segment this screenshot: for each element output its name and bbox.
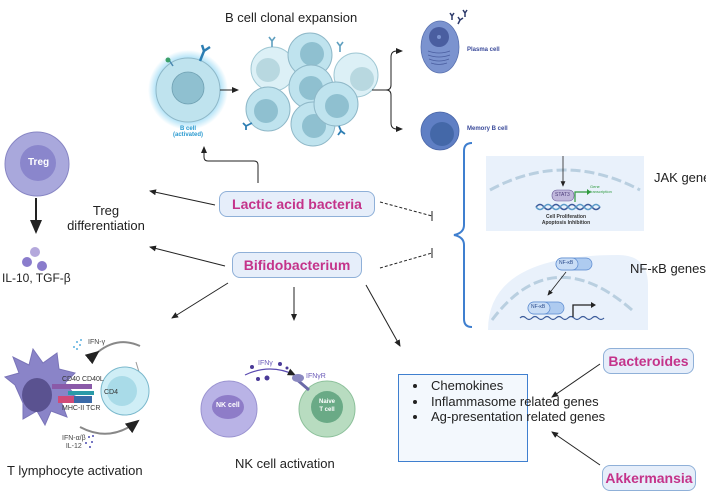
nfkb-protein-bottom: NF-κB bbox=[531, 304, 546, 310]
il12-text: IL-12 bbox=[65, 443, 82, 450]
jak-genes-label: JAK genes bbox=[654, 170, 706, 185]
memory-b-cell-label: Memory B cell bbox=[467, 126, 508, 132]
memory-b-cell bbox=[420, 111, 460, 151]
apoptosis-inhibition-text: Apoptosis Inhibition bbox=[541, 220, 591, 226]
b-cell-clone-cluster bbox=[242, 32, 379, 147]
title-b-cell-clonal-expansion: B cell clonal expansion bbox=[225, 10, 358, 25]
treg-differentiation-label: Treg differentiation bbox=[67, 203, 145, 233]
nfkb-genes-label: NF-κB genes bbox=[630, 261, 706, 276]
cell-proliferation-text: Cell Proliferation bbox=[545, 214, 586, 220]
plasma-cell-label: Plasma cell bbox=[467, 47, 500, 53]
ifn-ab-il12-label: IFN-α/β IL-12 bbox=[62, 435, 86, 451]
naive-t-cell-label: Naive T cell bbox=[316, 398, 338, 414]
b-cell-state: (activated) bbox=[172, 132, 203, 138]
cd40l-label: CD40L bbox=[82, 376, 104, 383]
nfkb-protein-top: NF-κB bbox=[559, 260, 574, 266]
t-cell-text: T cell bbox=[319, 407, 335, 413]
cytokine-dots-icon bbox=[22, 247, 47, 271]
gene-transcription-label: Gene transcription bbox=[590, 184, 612, 194]
ifn-gamma-receptor-label: IFNγR bbox=[306, 373, 326, 380]
gene-transcription-line2: transcription bbox=[590, 189, 612, 194]
gene-item-inflammasome: Inflammasome related genes bbox=[428, 394, 605, 410]
lactic-acid-bacteria-badge: Lactic acid bacteria bbox=[219, 191, 375, 217]
gene-item-ag-presentation: Ag-presentation related genes bbox=[428, 409, 605, 425]
nk-ifn-gamma-label: IFNγ bbox=[258, 360, 273, 367]
tcr-label: TCR bbox=[86, 405, 101, 412]
upregulated-genes-list: Chemokines Inflammasome related genes Ag… bbox=[412, 378, 605, 425]
jak-outcome-label: Cell Proliferation Apoptosis Inhibition bbox=[541, 214, 591, 226]
inhibition-lines bbox=[379, 201, 433, 269]
treg-label: Treg bbox=[28, 157, 50, 168]
jak-pathway-panel bbox=[486, 156, 644, 231]
t-lymphocyte-activation-title: T lymphocyte activation bbox=[7, 463, 143, 478]
naive-text: Naive bbox=[318, 399, 335, 405]
bifidobacterium-badge: Bifidobacterium bbox=[232, 252, 362, 278]
arrow-lactic-to-b-cell bbox=[201, 146, 259, 183]
b-cell-label: B cell (activated) bbox=[172, 126, 204, 138]
treg-cell bbox=[4, 131, 70, 197]
activated-b-cell bbox=[148, 44, 228, 130]
cd40-label: CD40 bbox=[62, 376, 80, 383]
nk-cell-label: NK cell bbox=[216, 402, 240, 409]
stat3-label: STAT3 bbox=[555, 192, 570, 198]
gene-group-bracket bbox=[453, 142, 473, 328]
ifn-ab-text: IFN-α/β bbox=[62, 435, 86, 442]
ifn-gamma-label: IFN-γ bbox=[88, 339, 106, 346]
b-cell-name: B cell bbox=[179, 126, 196, 132]
dendritic-t-cell-synapse bbox=[3, 339, 150, 448]
mhc2-label: MHC-II bbox=[62, 405, 85, 412]
upregulated-genes-box bbox=[398, 374, 528, 462]
nfkb-pathway-panel bbox=[488, 255, 648, 330]
gene-item-chemokines: Chemokines bbox=[428, 378, 605, 394]
bacteria-effect-arrows bbox=[149, 189, 601, 466]
bacteroides-badge: Bacteroides bbox=[603, 348, 694, 374]
differentiation-split-arrow bbox=[372, 48, 403, 132]
akkermansia-badge: Akkermansia bbox=[602, 465, 696, 491]
nk-cell-activation-title: NK cell activation bbox=[235, 456, 335, 471]
plasma-cell bbox=[420, 9, 468, 74]
cytokines-label: IL-10, TGF-β bbox=[2, 271, 71, 285]
gene-transcription-line1: Gene bbox=[590, 184, 600, 189]
nk-naive-t-interaction bbox=[200, 362, 356, 438]
cd4-label: CD4 bbox=[104, 389, 119, 396]
